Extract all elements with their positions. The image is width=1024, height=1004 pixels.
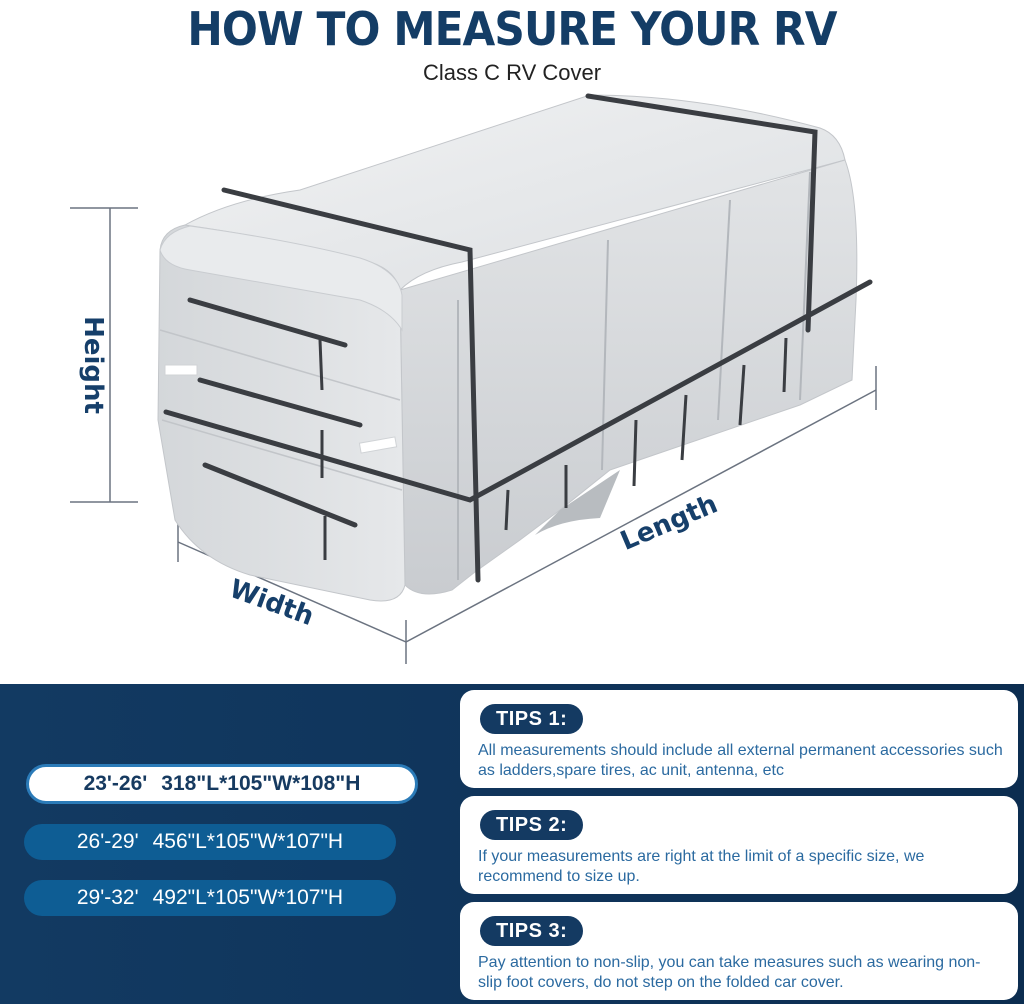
- strap-buckles: [318, 337, 788, 560]
- tip-card-2: TIPS 2: If your measurements are right a…: [460, 796, 1018, 894]
- size-option-26-29[interactable]: 26'-29' 456"L*105"W*107"H: [24, 824, 396, 860]
- rv-body: [157, 94, 858, 602]
- tip-text: If your measurements are right at the li…: [478, 848, 925, 885]
- height-label: Height: [78, 316, 108, 414]
- size-range: 23'-26': [83, 772, 148, 795]
- tip-text: Pay attention to non-slip, you can take …: [478, 954, 981, 991]
- size-option-23-26[interactable]: 23'-26' 318"L*105"W*108"H: [26, 764, 418, 804]
- size-option-29-32[interactable]: 29'-32' 492"L*105"W*107"H: [24, 880, 396, 916]
- size-range: 29'-32': [76, 886, 139, 909]
- tip-card-1: TIPS 1: All measurements should include …: [460, 690, 1018, 788]
- rv-cover-illustration: [70, 93, 877, 664]
- tip-text: All measurements should include all exte…: [478, 742, 1003, 779]
- height-dimension-line: [70, 207, 138, 503]
- tip-badge: TIPS 3:: [480, 916, 584, 946]
- tip-card-3: TIPS 3: Pay attention to non-slip, you c…: [460, 902, 1018, 1000]
- size-spec: 492"L*105"W*107"H: [152, 886, 344, 909]
- tip-badge: TIPS 1:: [480, 704, 584, 734]
- tip-badge: TIPS 2:: [480, 810, 584, 840]
- size-range: 26'-29': [76, 830, 139, 853]
- size-spec: 318"L*105"W*108"H: [161, 772, 361, 795]
- length-dimension-line: [405, 366, 877, 643]
- page-title: HOW TO MEASURE YOUR RV: [187, 2, 837, 56]
- page-subtitle: Class C RV Cover: [422, 60, 602, 85]
- rv-cover-straps: [163, 93, 873, 583]
- size-spec: 456"L*105"W*107"H: [152, 830, 344, 853]
